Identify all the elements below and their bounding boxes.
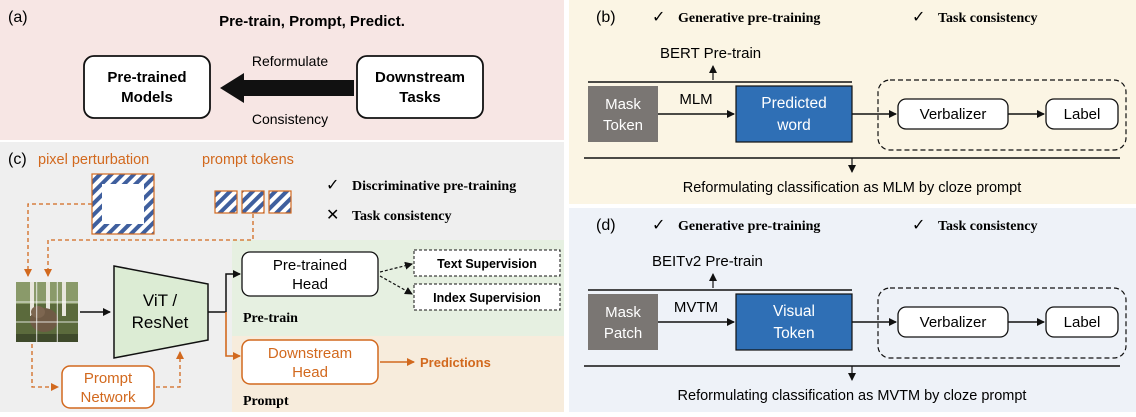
d-input-line2: Patch (604, 325, 642, 342)
pretrained-models-box (83, 55, 211, 119)
pretrained-head-line2: Head (292, 276, 328, 293)
prompt-token-3 (268, 190, 292, 214)
pretrained-head-line1: Pre-trained (273, 257, 347, 274)
d-input-box (588, 294, 658, 350)
b-mid-line2: word (776, 117, 811, 134)
backbone-to-downstream-head (225, 312, 241, 360)
d-mid-line2: Token (773, 325, 814, 342)
pretrain-region-label: Pre-train (243, 311, 298, 326)
d-check1-label: Generative pre-training (678, 219, 820, 234)
b-input-line1: Mask (605, 96, 641, 113)
panel-a-title: Pre-train, Prompt, Predict. (219, 13, 405, 30)
consistency-label: Consistency (252, 111, 328, 127)
b-check2-label: Task consistency (938, 11, 1037, 26)
d-caption: Reformulating classification as MVTM by … (678, 388, 1027, 404)
d-label-text: Label (1064, 314, 1101, 331)
reformulate-arrow (220, 73, 354, 103)
d-pretrain-label: BEITv2 Pre-train (652, 253, 763, 270)
b-check1-mark: ✓ (652, 9, 665, 26)
token-route (44, 214, 254, 277)
panel-d-tag: (d) (596, 217, 616, 234)
pixel-route (24, 203, 92, 277)
reformulate-label: Reformulate (252, 53, 328, 69)
pixel-perturbation-inner (102, 184, 144, 224)
prompt-network-line1: Prompt (84, 370, 133, 387)
backbone-line1: ViT / (143, 291, 178, 310)
b-predicted-word-box (735, 85, 853, 143)
b-check2-mark: ✓ (912, 9, 925, 26)
panel-c: (c) pixel perturbation prompt tokens ✓ D… (0, 142, 564, 412)
backbone-shape (113, 265, 209, 359)
d-mid-line1: Visual (773, 303, 815, 320)
text-supervision-label: Text Supervision (437, 257, 537, 271)
to-index-supervision-arrow (379, 275, 413, 295)
pixel-perturbation-label: pixel perturbation (38, 152, 149, 168)
c-check2-label: Task consistency (352, 209, 451, 224)
index-supervision-label: Index Supervision (433, 291, 541, 305)
downstream-tasks-line1: Downstream (375, 69, 465, 86)
b-input-box (588, 86, 658, 142)
prompt-network-box (61, 365, 155, 409)
d-check2-label: Task consistency (938, 219, 1037, 234)
image-to-prompt-network (31, 344, 59, 391)
downstream-tasks-box (356, 55, 484, 119)
prompt-token-2 (241, 190, 265, 214)
panel-b-tag: (b) (596, 9, 616, 26)
b-verbalizer-label: Verbalizer (920, 106, 987, 123)
prompt-network-line2: Network (80, 389, 136, 406)
panel-a: (a) Pre-train, Prompt, Predict. Pre-trai… (0, 0, 564, 140)
d-input-line1: Mask (605, 304, 641, 321)
downstream-head-line2: Head (292, 364, 328, 381)
panel-c-tag: (c) (8, 151, 27, 168)
to-text-supervision-arrow (379, 261, 413, 273)
d-visual-token-box (735, 293, 853, 351)
backbone-to-pretrained-head (225, 270, 241, 312)
d-edge-label: MVTM (674, 299, 718, 316)
panel-d: (d) ✓ Generative pre-training ✓ Task con… (569, 208, 1136, 412)
index-supervision-box (413, 283, 561, 311)
downstream-head-box (241, 339, 379, 385)
prompt-network-to-backbone (156, 351, 184, 388)
pretrained-models-line1: Pre-trained (107, 69, 186, 86)
b-pretrain-label: BERT Pre-train (660, 45, 761, 62)
c-check2-mark: ✕ (326, 207, 339, 224)
downstream-tasks-line2: Tasks (399, 89, 440, 106)
pretrained-head-box (241, 251, 379, 297)
b-cloze-region (877, 79, 1127, 151)
b-label-text: Label (1064, 106, 1101, 123)
d-verbalizer-label: Verbalizer (920, 314, 987, 331)
panel-a-tag: (a) (8, 9, 28, 26)
c-check1-label: Discriminative pre-training (352, 179, 516, 194)
d-check2-mark: ✓ (912, 217, 925, 234)
d-label-box (1045, 306, 1119, 338)
prompt-region-label: Prompt (243, 394, 289, 409)
input-image (16, 282, 78, 342)
downstream-head-line1: Downstream (268, 345, 352, 362)
b-mid-line1: Predicted (761, 95, 826, 112)
pretrained-models-line2: Models (121, 89, 173, 106)
backbone-line2: ResNet (132, 313, 189, 332)
predictions-label: Predictions (420, 355, 491, 370)
b-caption: Reformulating classification as MLM by c… (683, 180, 1021, 196)
b-check1-label: Generative pre-training (678, 11, 820, 26)
d-check1-mark: ✓ (652, 217, 665, 234)
text-supervision-box (413, 249, 561, 277)
b-edge-label: MLM (679, 91, 712, 108)
c-check1-mark: ✓ (326, 177, 339, 194)
b-label-box (1045, 98, 1119, 130)
panel-b: (b) ✓ Generative pre-training ✓ Task con… (569, 0, 1136, 204)
prompt-tokens-label: prompt tokens (202, 152, 294, 168)
prompt-token-1 (214, 190, 238, 214)
b-input-line2: Token (603, 117, 643, 134)
d-cloze-region (877, 287, 1127, 359)
